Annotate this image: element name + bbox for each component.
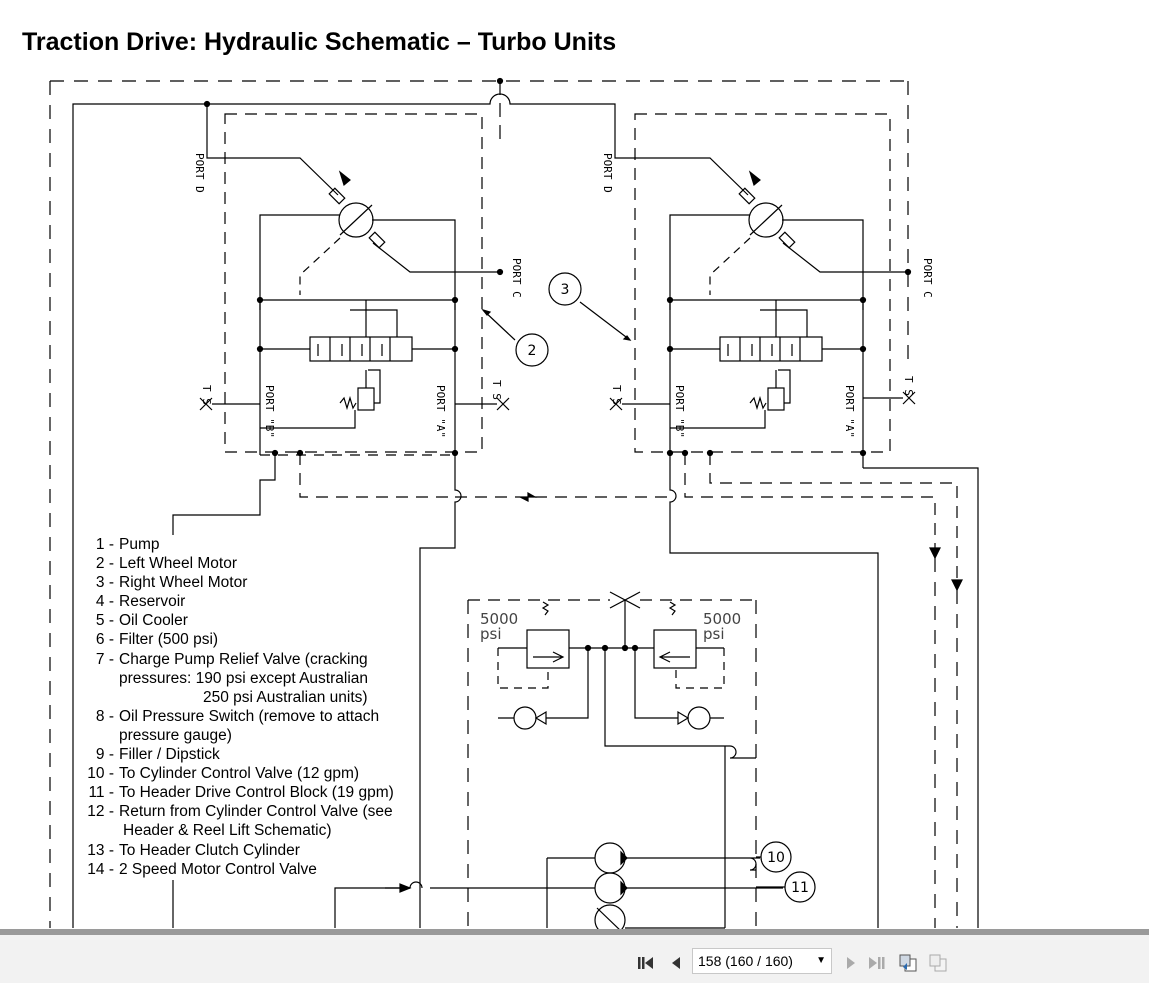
legend-item: 13 -To Header Clutch Cylinder <box>87 841 300 859</box>
relief-right-pressure: 5000 <box>703 610 741 628</box>
ts-label-2: T S <box>490 380 503 400</box>
hydraulic-schematic: PORT D PORT D PORT C PORT C PORT "B" POR… <box>49 77 979 929</box>
legend-item-continuation: pressure gauge) <box>119 726 232 744</box>
ts-label-3: T S <box>610 385 623 405</box>
callout-2: 2 <box>528 343 537 359</box>
port-c-label-right: PORT C <box>921 258 934 298</box>
relief-right-unit: psi <box>703 625 725 643</box>
page-title: Traction Drive: Hydraulic Schematic – Tu… <box>22 28 617 56</box>
legend-item: 8 -Oil Pressure Switch (remove to attach <box>95 707 380 725</box>
callout-10: 10 <box>767 850 785 866</box>
legend-item-continuation: pressures: 190 psi except Australian <box>119 669 368 687</box>
go-back-view-icon <box>899 954 917 972</box>
viewer-toolbar: 158 (160 / 160) ▼ <box>0 929 1149 983</box>
port-a-label-left: PORT "A" <box>434 385 447 438</box>
port-d-label-left: PORT D <box>193 153 206 193</box>
legend-item: 3 -Right Wheel Motor <box>95 574 248 592</box>
go-forward-view-button[interactable] <box>927 952 949 974</box>
chevron-down-icon: ▼ <box>816 955 826 966</box>
callout-11: 11 <box>791 880 809 896</box>
component-legend: 1 -Pump 2 -Left Wheel Motor 3 -Right Whe… <box>79 535 394 879</box>
legend-item: 14 -2 Speed Motor Control Valve <box>87 860 317 878</box>
legend-item: 7 -Charge Pump Relief Valve (cracking <box>95 650 368 668</box>
previous-page-icon <box>672 957 680 969</box>
relief-left-unit: psi <box>480 625 502 643</box>
previous-page-button[interactable] <box>664 952 686 974</box>
ts-label-4: T S <box>902 376 915 396</box>
legend-item: 2 -Left Wheel Motor <box>95 555 238 573</box>
port-c-label-left: PORT C <box>510 258 523 298</box>
page-select-value: 158 (160 / 160) <box>698 953 793 969</box>
relief-left-pressure: 5000 <box>480 610 518 628</box>
callout-3: 3 <box>561 282 570 298</box>
first-page-button[interactable] <box>634 952 656 974</box>
page-select[interactable]: 158 (160 / 160) ▼ <box>692 948 832 974</box>
legend-item: 12 -Return from Cylinder Control Valve (… <box>87 803 393 821</box>
port-b-label-left: PORT "B" <box>263 385 276 438</box>
legend-item: 5 -Oil Cooler <box>95 612 188 630</box>
legend-item-continuation: 250 psi Australian units) <box>203 688 368 706</box>
legend-item-continuation: Header & Reel Lift Schematic) <box>123 822 332 840</box>
last-page-button[interactable] <box>866 952 888 974</box>
go-back-view-button[interactable] <box>897 952 919 974</box>
first-page-icon <box>638 957 653 969</box>
next-page-icon <box>847 957 855 969</box>
legend-item: 10 -To Cylinder Control Valve (12 gpm) <box>87 765 360 783</box>
legend-item: 11 -To Header Drive Control Block (19 gp… <box>88 784 394 802</box>
last-page-icon <box>869 957 885 969</box>
port-a-label-right: PORT "A" <box>843 385 856 438</box>
go-forward-view-icon <box>929 954 947 972</box>
next-page-button[interactable] <box>840 952 862 974</box>
legend-item: 4 -Reservoir <box>95 593 186 611</box>
legend-item: 9 -Filler / Dipstick <box>95 746 220 764</box>
port-b-label-right: PORT "B" <box>673 385 686 438</box>
legend-item: 6 -Filter (500 psi) <box>95 631 219 649</box>
port-d-label-right: PORT D <box>601 153 614 193</box>
ts-label-1: T S <box>200 385 213 405</box>
legend-item: 1 -Pump <box>95 536 160 553</box>
